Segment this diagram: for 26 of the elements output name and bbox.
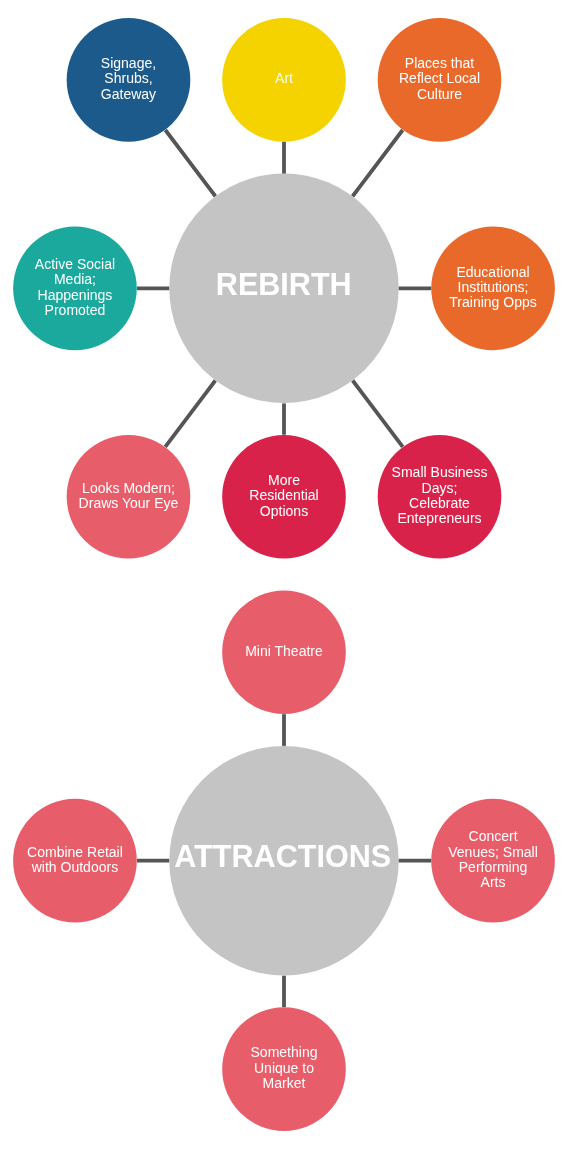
node-circle: Looks Modern; Draws Your Eye bbox=[66, 434, 191, 559]
connector bbox=[282, 975, 286, 1008]
node-circle: Art bbox=[222, 18, 346, 142]
connector bbox=[137, 286, 170, 291]
node-circle: More Residential Options bbox=[222, 434, 346, 559]
connector bbox=[282, 714, 286, 746]
node-circle: Mini Theatre bbox=[222, 590, 346, 715]
connector bbox=[163, 379, 217, 448]
node-circle: Combine Retail with Outdoors bbox=[13, 798, 137, 923]
connector bbox=[282, 141, 286, 174]
connector bbox=[137, 858, 170, 863]
connector bbox=[282, 403, 286, 435]
node-circle: REBIRTH bbox=[169, 173, 399, 404]
connector bbox=[163, 128, 217, 198]
node-circle: Educational Institutions; Training Opps bbox=[431, 226, 555, 351]
connector bbox=[351, 128, 405, 198]
node-circle: Concert Venues; Small Performing Arts bbox=[431, 798, 555, 923]
connector bbox=[398, 286, 432, 291]
node-circle: Places that Reflect Local Culture bbox=[377, 18, 502, 142]
node-circle: Something Unique to Market bbox=[222, 1007, 346, 1131]
node-circle: ATTRACTIONS bbox=[169, 745, 399, 976]
node-circle: Signage, Shrubs, Gateway bbox=[66, 18, 191, 142]
connector bbox=[351, 379, 405, 448]
node-circle: Small Business Days; Celebrate Entepreneurs bbox=[377, 434, 502, 559]
node-circle: Active Social Media; Happenings Promoted bbox=[13, 226, 137, 351]
connector bbox=[398, 858, 432, 863]
